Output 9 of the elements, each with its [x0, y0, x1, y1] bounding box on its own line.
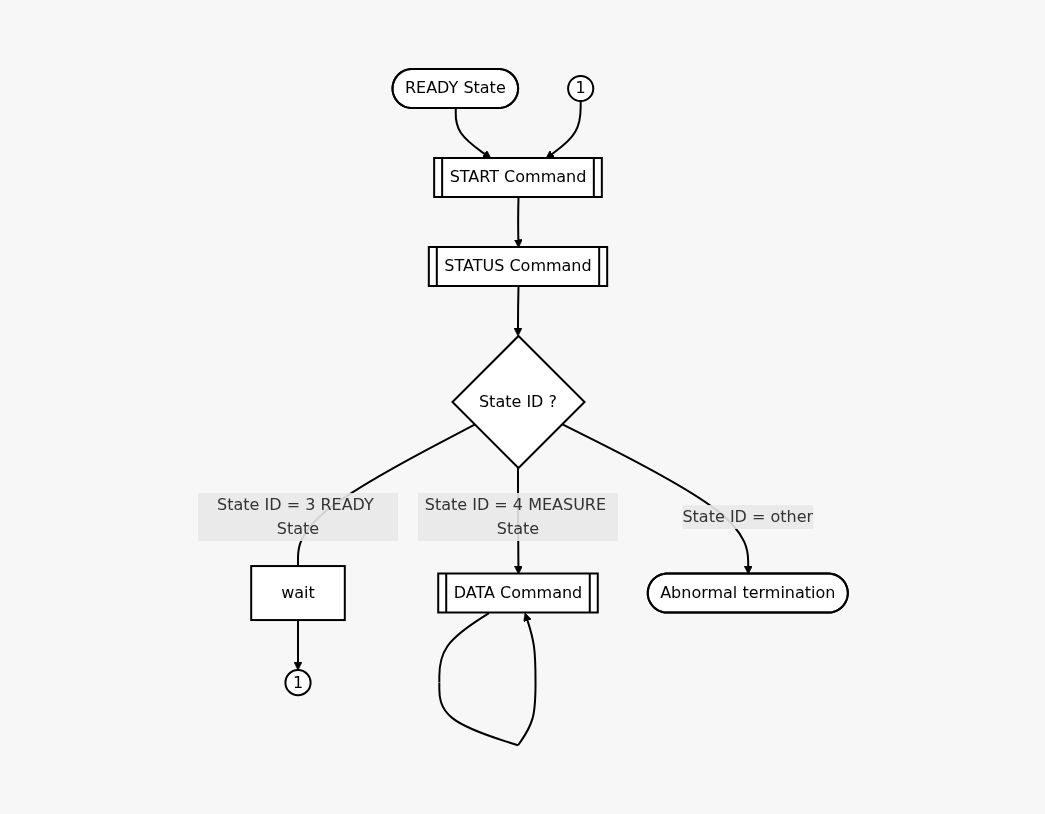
edge-label: State ID = 4 MEASURE State: [424, 494, 606, 538]
arrow: [293, 618, 302, 671]
node-circle: 1: [566, 74, 594, 102]
node-box: wait: [249, 564, 346, 621]
edge-label: State ID = other: [682, 506, 813, 526]
edge-label: State ID = 3 READY State: [216, 494, 374, 538]
arrow: [513, 285, 522, 337]
node-diamond: State ID ?: [450, 334, 586, 470]
node-circle: 1: [284, 668, 312, 697]
